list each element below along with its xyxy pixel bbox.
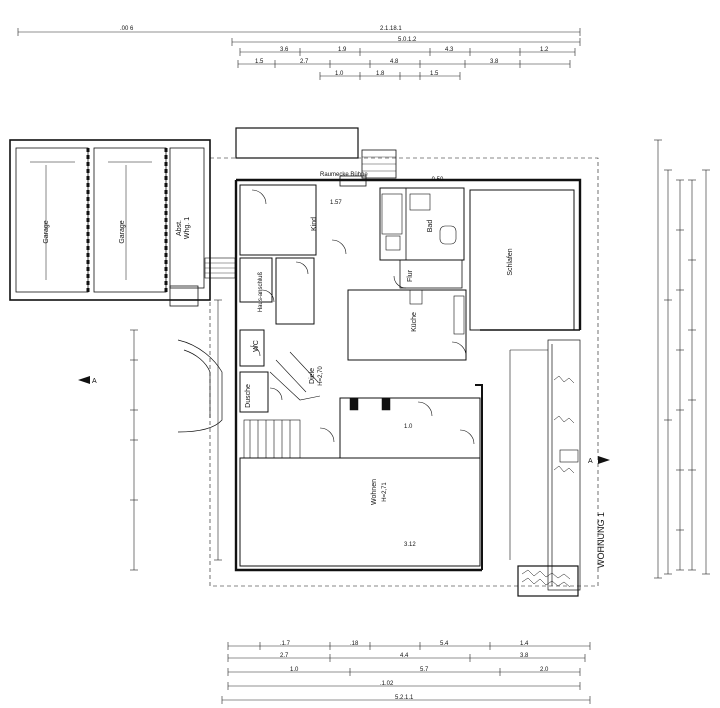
terrace	[509, 339, 581, 597]
svg-text:3.8: 3.8	[490, 59, 499, 65]
svg-text:2.7: 2.7	[300, 59, 309, 65]
dimension-annotations: .00 6 2.1.18.1 5.0.1.2 3.6 1.9 4.3 1.2 1.5 2…	[120, 26, 549, 701]
room-label-schlafen: Schlafen	[507, 248, 514, 275]
svg-text:.1.02: .1.02	[380, 681, 394, 687]
svg-text:4.3: 4.3	[445, 47, 454, 53]
room-label-kueche: Küche	[411, 312, 418, 332]
dimension-chains-bottom	[221, 642, 591, 704]
svg-text:2.0: 2.0	[540, 667, 549, 673]
room-label-garage-right: Garage	[119, 220, 126, 243]
section-arrow-right	[598, 456, 610, 464]
svg-text:Raumecke Bühne: Raumecke Bühne	[320, 172, 368, 178]
section-arrow-left	[78, 376, 90, 384]
svg-text:3.8: 3.8	[520, 653, 529, 659]
section-markers: A A	[78, 376, 610, 465]
svg-text:3.12: 3.12	[404, 542, 416, 548]
room-label-kind: Kind	[311, 217, 318, 231]
svg-text:3.6: 3.6	[280, 47, 289, 53]
svg-text:4.8: 4.8	[390, 59, 399, 65]
svg-text:1.2: 1.2	[540, 47, 549, 53]
svg-text:1.0: 1.0	[335, 71, 344, 77]
svg-text:5.0.1.2: 5.0.1.2	[398, 37, 417, 43]
section-marker-right: A	[588, 458, 593, 465]
svg-text:1.0: 1.0	[290, 667, 299, 673]
room-label-wc: WC	[253, 340, 260, 352]
svg-text:.00 6: .00 6	[120, 26, 134, 32]
dimension-chains-right	[654, 139, 710, 579]
room-labels: Garage Garage Abst. Whg. 1 Kind Bad Flur…	[43, 217, 514, 505]
svg-text:.18: .18	[350, 641, 359, 647]
building-walls	[209, 127, 599, 587]
svg-text:4.4: 4.4	[400, 653, 409, 659]
dimension-chains-left	[130, 299, 222, 571]
room-label-whg: Whg. 1	[184, 217, 191, 239]
room-label-dusche: Dusche	[245, 384, 252, 408]
svg-text:1.5: 1.5	[430, 71, 439, 77]
svg-text:.0.50: .0.50	[430, 177, 444, 183]
svg-text:1.8: 1.8	[376, 71, 385, 77]
entrance-steps	[177, 339, 223, 433]
svg-text:2.1.18.1: 2.1.18.1	[380, 26, 402, 32]
svg-text:2.7: 2.7	[280, 653, 289, 659]
room-label-abst: Abst.	[176, 220, 183, 236]
door-swings	[249, 189, 475, 445]
room-label-garage-left: Garage	[43, 220, 50, 243]
room-label-hausanschluss: Haus-anschluß	[258, 271, 264, 312]
section-marker-left: A	[92, 378, 97, 385]
room-label-diele-height: H=2,70	[318, 366, 324, 386]
room-label-bad: Bad	[427, 220, 434, 233]
svg-text:5.4: 5.4	[440, 641, 449, 647]
unit-label: WOHNUNG 1	[596, 512, 606, 568]
room-label-flur: Flur	[407, 269, 414, 282]
svg-text:1.9: 1.9	[338, 47, 347, 53]
room-label-wohnen-height: H=2,71	[382, 482, 388, 502]
svg-text:.1.7: .1.7	[280, 641, 291, 647]
staircase	[243, 351, 321, 459]
svg-text:5.7: 5.7	[420, 667, 429, 673]
room-label-wohnen: Wohnen	[371, 479, 378, 505]
dimension-chains-top	[17, 28, 581, 80]
svg-text:1.4: 1.4	[520, 641, 529, 647]
room-label-diele: Diele	[309, 368, 316, 384]
svg-text:1.57: 1.57	[330, 200, 342, 206]
svg-text:1.5: 1.5	[255, 59, 264, 65]
svg-text:1.0: 1.0	[404, 424, 413, 430]
svg-text:5.2.1.1: 5.2.1.1	[395, 695, 414, 701]
